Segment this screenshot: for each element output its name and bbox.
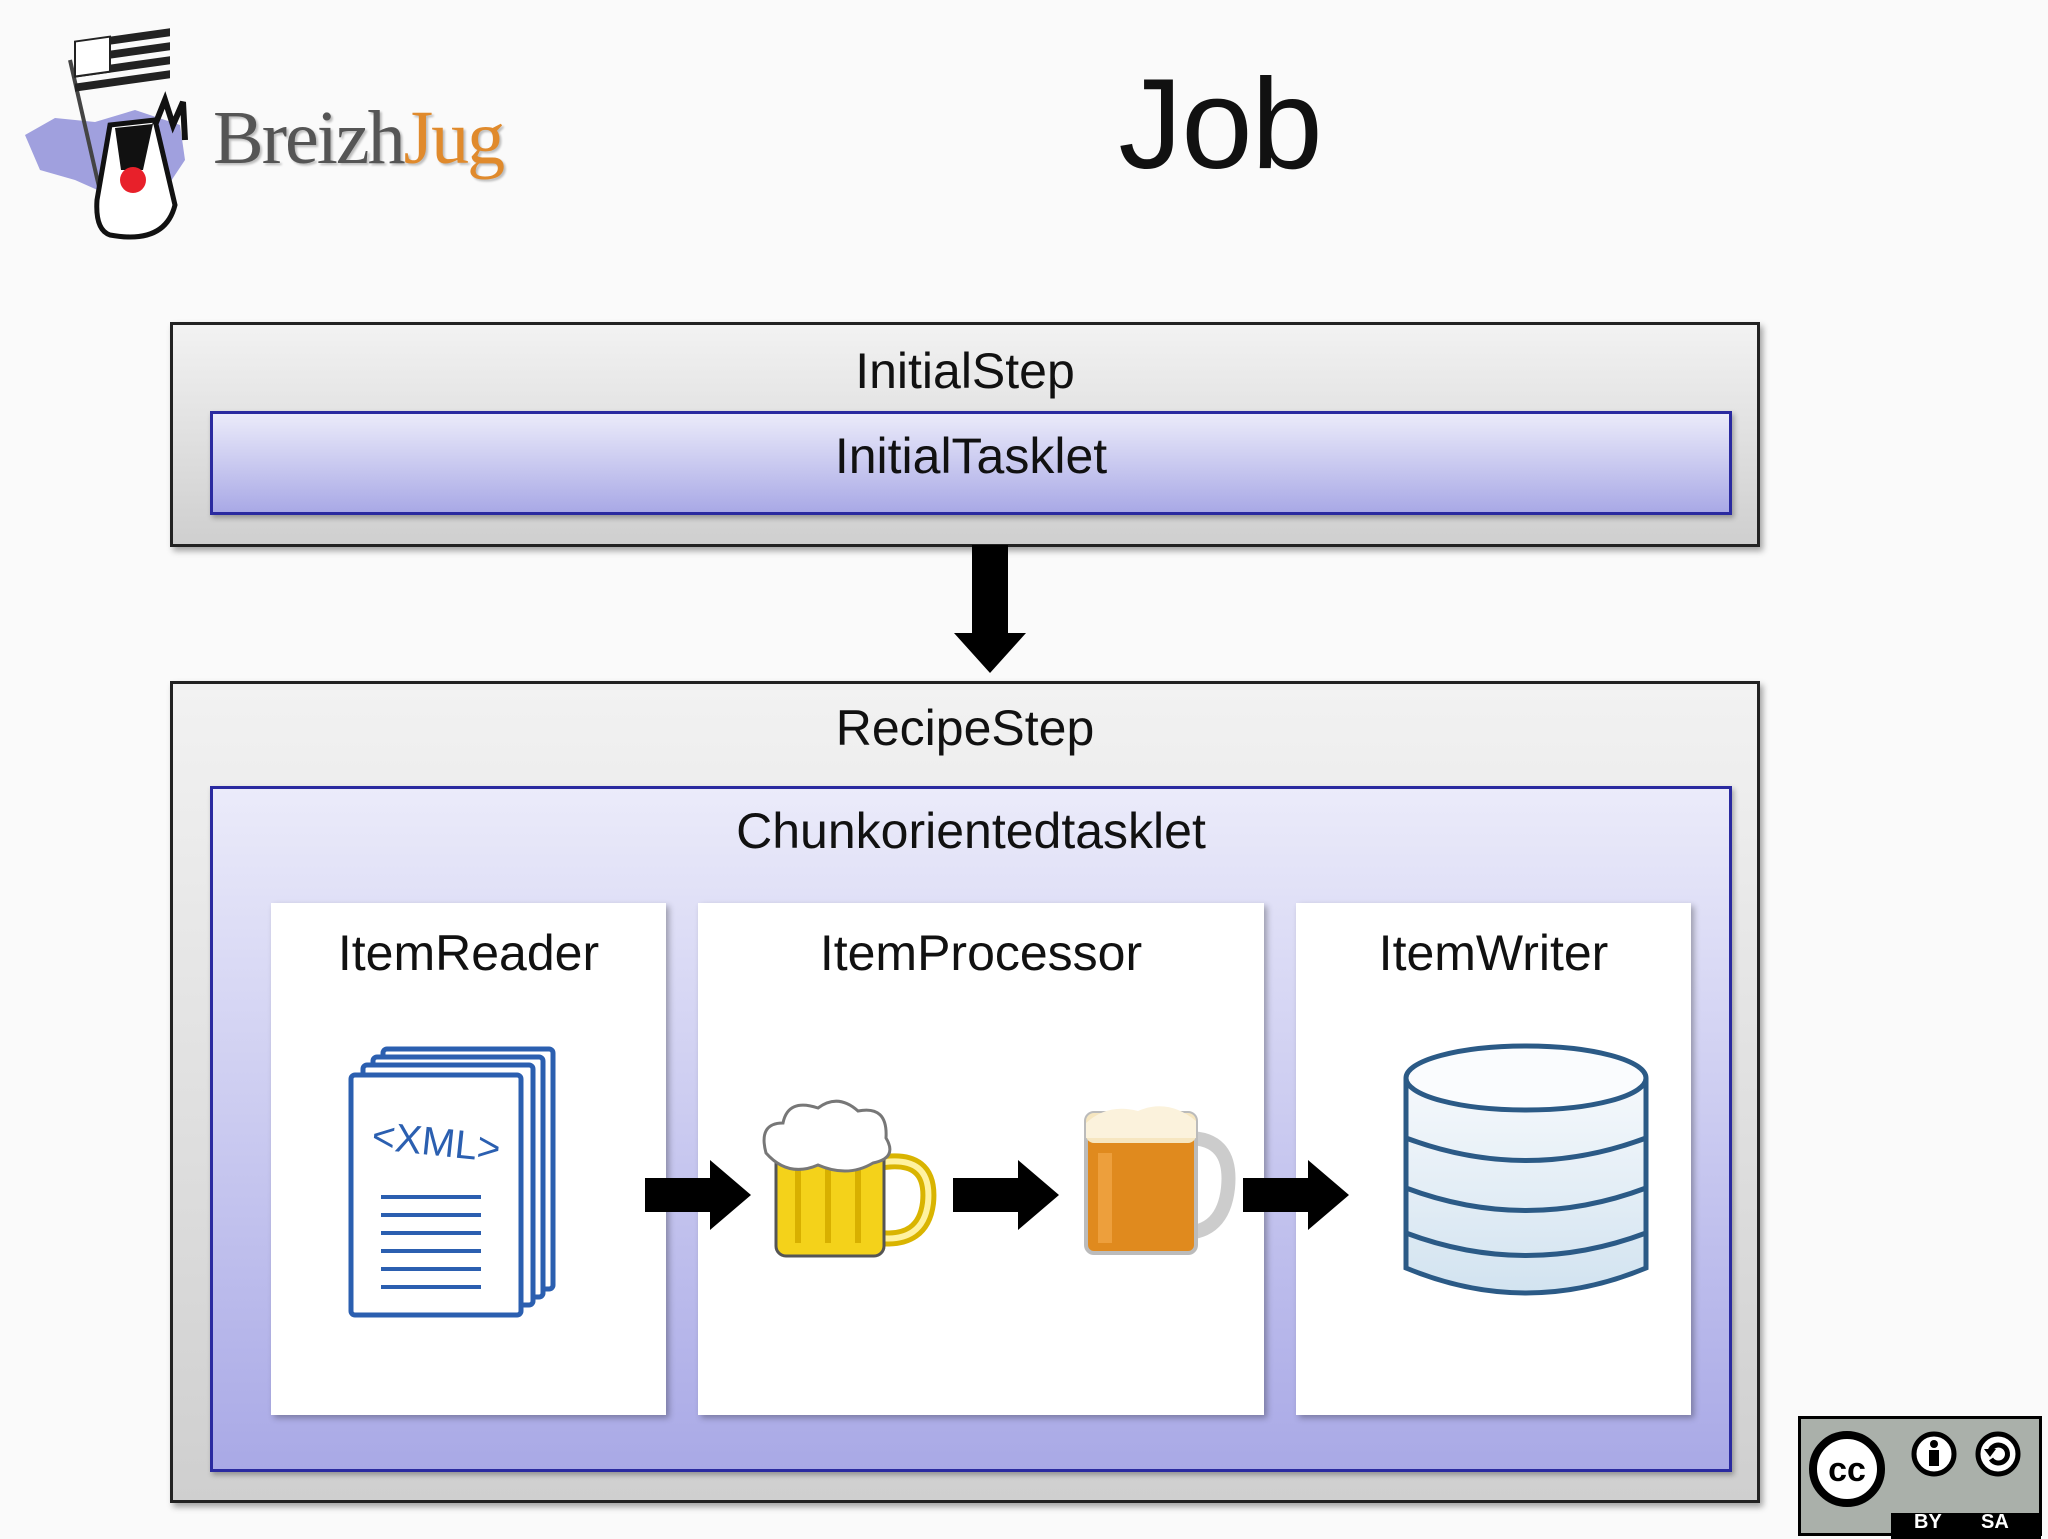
foamy-beer-mug-icon: [762, 1099, 937, 1258]
xml-documents-icon: <XML>: [348, 1046, 556, 1318]
by-attribution-icon: [1911, 1431, 1957, 1477]
by-label: BY: [1914, 1511, 1942, 1533]
initial-step-box: InitialStep InitialTasklet: [170, 322, 1760, 547]
chunk-oriented-tasklet-box: Chunkorientedtasklet ItemReader <XML>: [210, 786, 1732, 1472]
item-processor-label: ItemProcessor: [819, 925, 1143, 981]
recipe-step-box: RecipeStep Chunkorientedtasklet ItemRead…: [170, 681, 1760, 1503]
database-icon: [1403, 1043, 1649, 1296]
item-reader-label: ItemReader: [337, 925, 600, 981]
recipe-step-label: RecipeStep: [835, 700, 1095, 756]
cc-icon: cc: [1809, 1431, 1885, 1507]
right-arrow-icon: [645, 1160, 751, 1230]
initial-tasklet-box: InitialTasklet: [210, 411, 1732, 515]
item-writer-label: ItemWriter: [1378, 925, 1609, 981]
sa-label: SA: [1981, 1511, 2009, 1533]
slide-title: Job: [1118, 53, 1322, 196]
item-processor-panel: ItemProcessor: [698, 903, 1264, 1415]
duke-flag-icon: [25, 28, 188, 240]
beer-glass-icon: [1084, 1106, 1236, 1255]
breizhjug-logo: BreizhJug: [15, 28, 505, 250]
item-writer-panel: ItemWriter: [1296, 903, 1691, 1415]
down-arrow-icon: [954, 545, 1026, 673]
cc-badge-text: cc: [1828, 1451, 1866, 1489]
logo-text-accent: Jug: [403, 96, 506, 180]
chunk-oriented-tasklet-label: Chunkorientedtasklet: [736, 803, 1206, 859]
right-arrow-icon: [1243, 1160, 1349, 1230]
cc-by-sa-badge: cc BY SA: [1798, 1416, 2042, 1539]
item-reader-panel: ItemReader <XML>: [271, 903, 666, 1415]
initial-tasklet-label: InitialTasklet: [834, 428, 1108, 484]
right-arrow-icon: [953, 1160, 1059, 1230]
sa-share-alike-icon: [1975, 1431, 2021, 1477]
logo-text-main: Breizh: [213, 96, 406, 180]
initial-step-label: InitialStep: [855, 343, 1075, 399]
